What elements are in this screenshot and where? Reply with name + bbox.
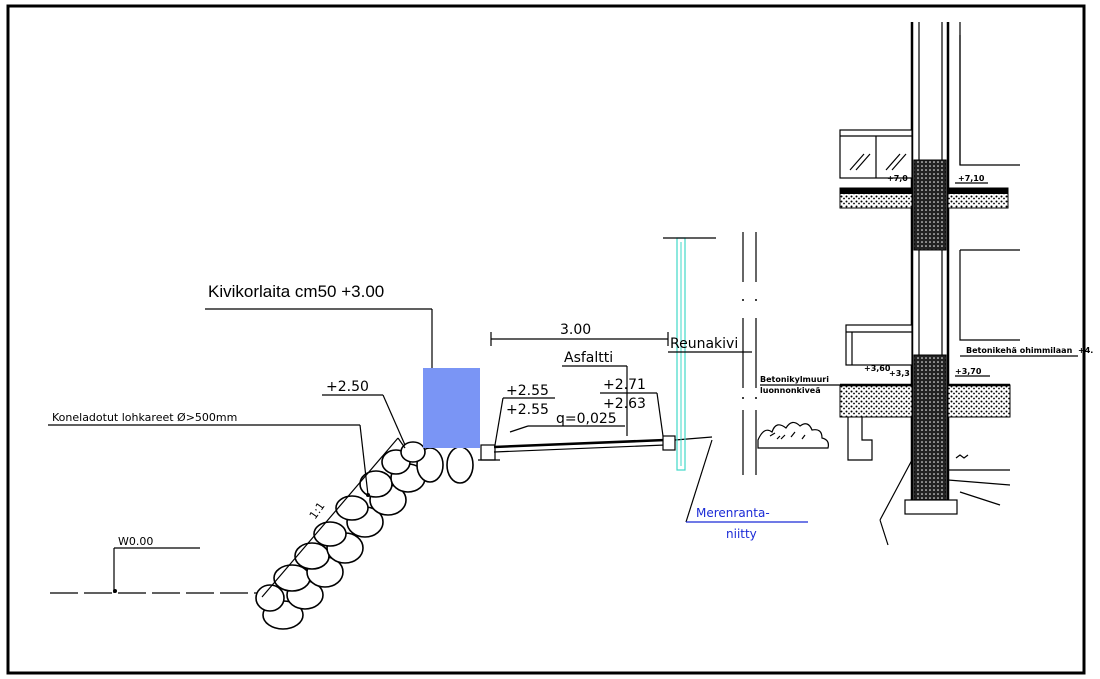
asphalt-callout: Asfaltti (562, 350, 628, 436)
kerb-callout-label: Kivikorlaita cm50 +3.00 (208, 282, 384, 301)
boulder-slope: 1:1 (255, 437, 474, 630)
water-level-marker: W0.00 (50, 535, 268, 594)
meadow-label-2: niitty (726, 527, 757, 541)
wall-note-1: Betonikylmuuri (760, 375, 829, 384)
stones-callout: Koneladotut lohkareet Ø>500mm (48, 411, 370, 497)
elevation-255b-label: +2.55 (506, 402, 549, 418)
slope-gradient-label: q=0,025 (556, 411, 617, 427)
cyan-pole (663, 237, 716, 471)
meadow-label-1: Merenranta- (696, 506, 770, 520)
edge-stone-callout: Reunakivi (668, 336, 752, 353)
elevation-250: +2.50 (322, 379, 406, 446)
building-section: +7,0 +7,10 +3,60 +3,3 +3,70 Betonikehä o… (760, 22, 1093, 546)
asphalt-path (478, 425, 713, 461)
water-level-label: W0.00 (118, 535, 153, 548)
elevation-255: +2.55 +2.55 (494, 383, 555, 446)
elevation-370-label: +3,70 (955, 367, 982, 376)
slope-gradient: q=0,025 (528, 411, 625, 427)
elevation-33-label: +3,3 (889, 369, 910, 378)
elevation-250-label: +2.50 (326, 379, 369, 395)
elevation-271-label: +2.71 (603, 377, 646, 393)
wall-note-2: luonnonkiveä (760, 386, 821, 395)
beam-elevation-label: +4. (1078, 346, 1093, 355)
break-lines (742, 232, 757, 475)
width-dimension-label: 3.00 (560, 322, 591, 338)
stone-kerb-box (423, 368, 480, 448)
elevation-271: +2.71 +2.63 (600, 377, 664, 437)
asphalt-label: Asfaltti (564, 350, 613, 366)
edge-stone-label: Reunakivi (670, 336, 738, 352)
elevation-360-label: +3,60 (864, 364, 891, 373)
elevation-263-label: +2.63 (603, 396, 646, 412)
beam-note-label: Betonikehä ohimmilaan (966, 346, 1073, 355)
kerb-callout: Kivikorlaita cm50 +3.00 (205, 282, 433, 368)
drawing-frame (6, 4, 1086, 675)
elevation-255a-label: +2.55 (506, 383, 549, 399)
slope-ratio: 1:1 (307, 500, 328, 522)
elevation-70-label: +7,0 (887, 174, 908, 183)
elevation-710-label: +7,10 (958, 174, 985, 183)
stones-label: Koneladotut lohkareet Ø>500mm (52, 411, 237, 424)
width-dimension: 3.00 (490, 322, 669, 346)
meadow-callout: Merenranta- niitty (685, 439, 808, 541)
shrub (757, 421, 829, 449)
